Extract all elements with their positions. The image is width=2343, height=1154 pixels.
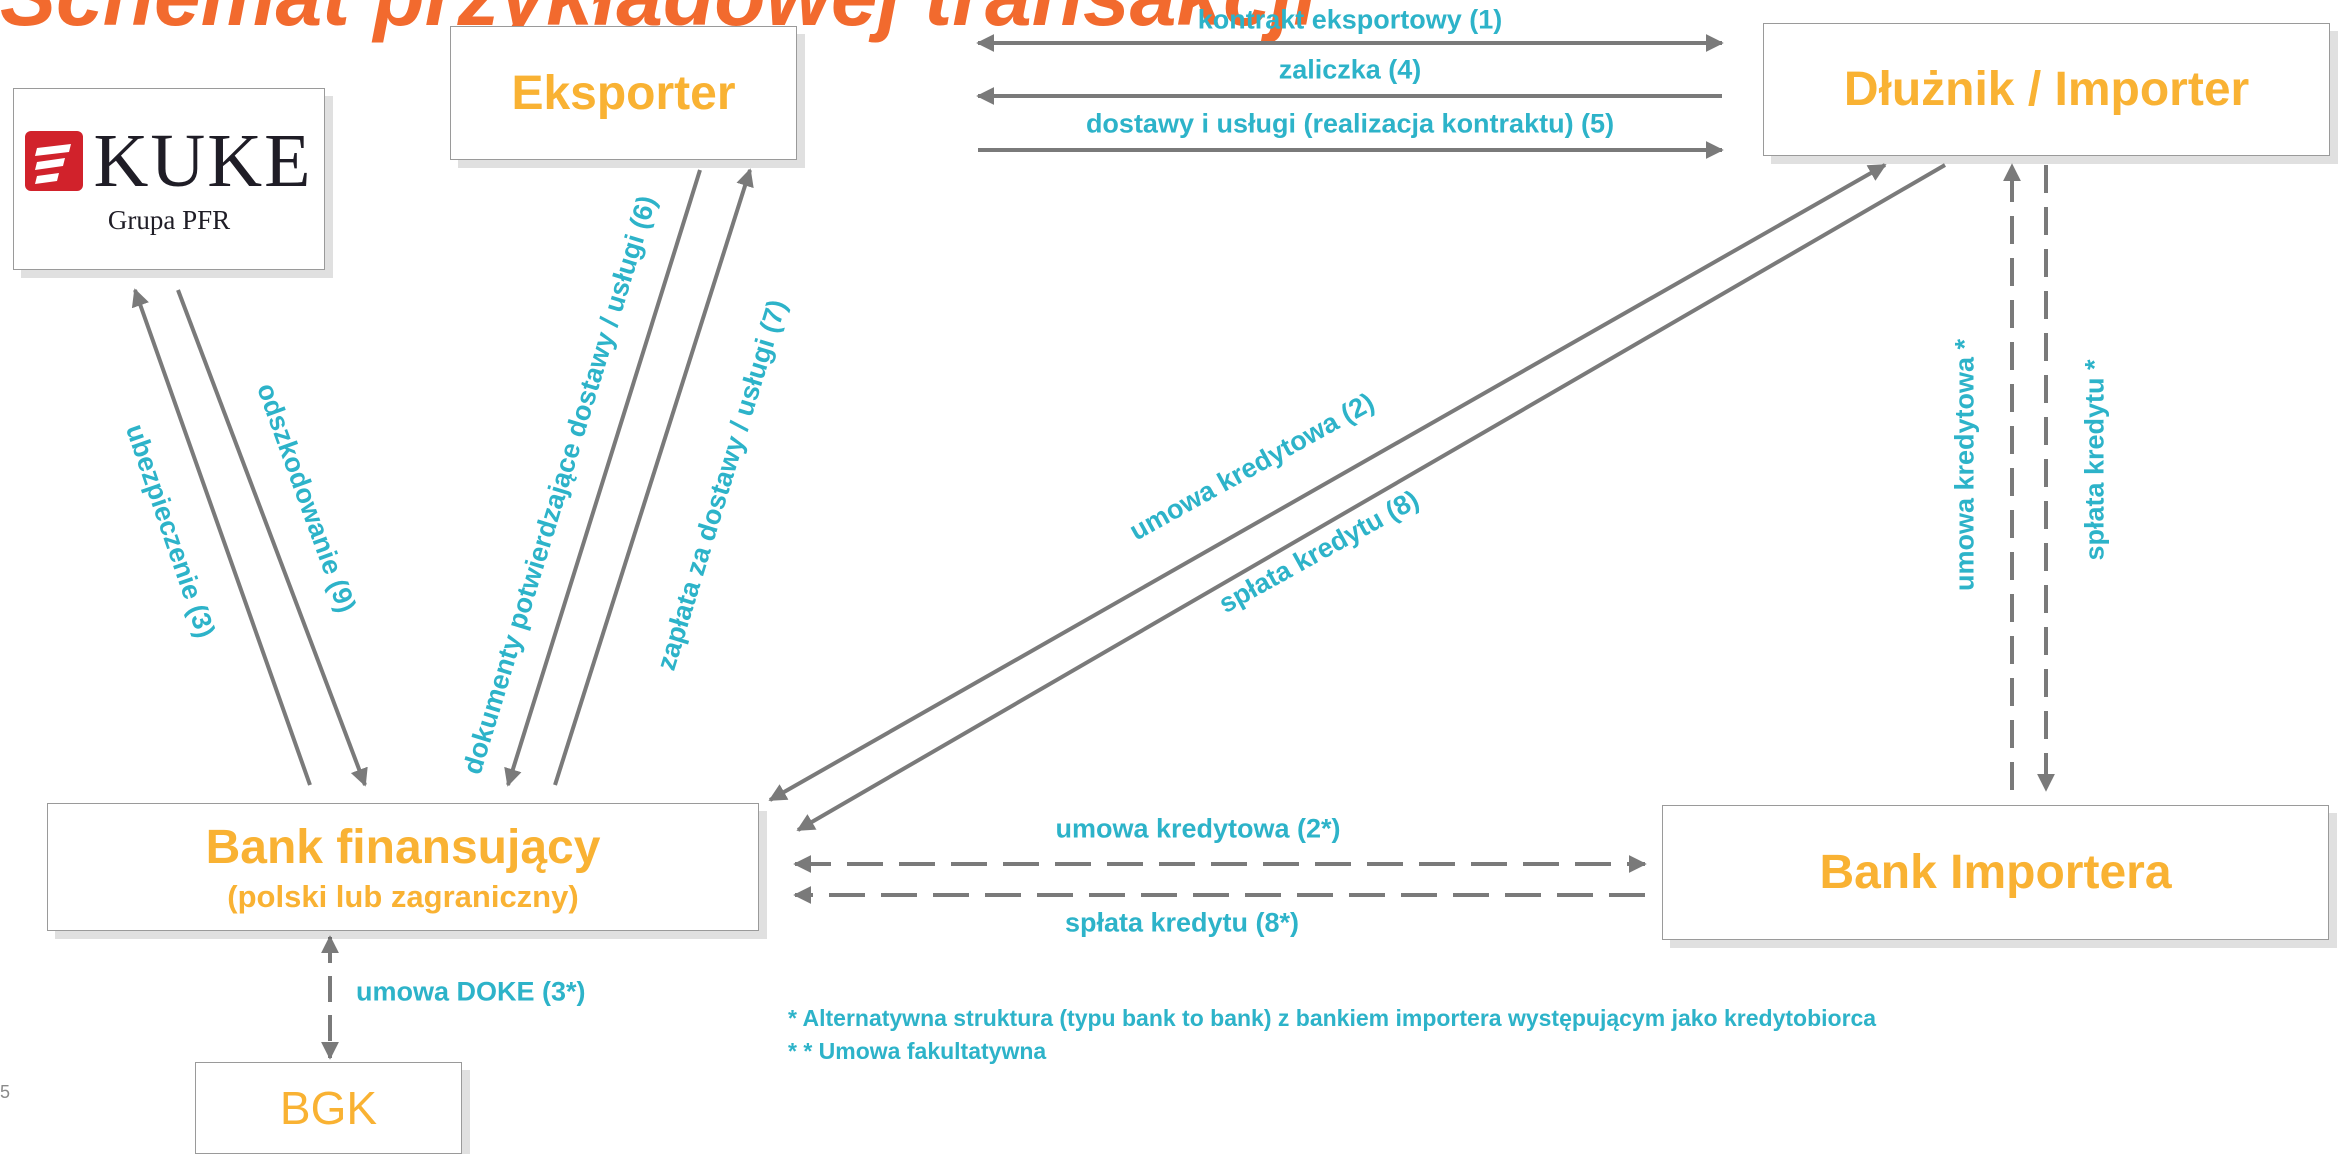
entity-eksporter: Eksporter [450,26,797,160]
note-alt-structure: * Alternatywna struktura (typu bank to b… [788,1005,1877,1031]
label-splata-kredytu-alt: spłata kredytu * [2079,359,2110,561]
kuke-logo-sub: Grupa PFR [107,204,231,235]
entity-bgk-label: BGK [279,1082,378,1134]
entity-bank-importera: Bank Importera [1662,805,2329,940]
label-umowa-doke: umowa DOKE (3*) [356,976,586,1007]
label-splata-kredytu-8s: spłata kredytu (8*) [1064,907,1300,938]
entity-dluznik-label: Dłużnik / Importer [1843,63,2250,116]
arrow-odszkodowanie [176,289,368,787]
arrow-splata-kredytu [796,163,1947,832]
arrow-ubezpieczenie [131,288,312,786]
entity-eksporter-label: Eksporter [511,66,736,120]
kuke-logo: KUKE Grupa PFR [13,88,325,270]
entity-bgk: BGK [195,1062,462,1154]
label-umowa-kredytowa-2s: umowa kredytowa (2*) [1055,813,1341,844]
kuke-logo-word: KUKE [93,118,313,203]
label-kontrakt: kontrakt eksportowy (1) [1197,4,1503,35]
arrow-zaplata [553,168,754,786]
note-optional: * * Umowa fakultatywna [788,1038,1047,1064]
entity-bank-finansujacy: Bank finansujący (polski lub zagraniczny… [47,803,759,931]
kuke-emblem-icon [25,130,84,191]
entity-dluznik-importer: Dłużnik / Importer [1763,23,2330,156]
label-dostawy: dostawy i usługi (realizacja kontraktu) … [1085,108,1615,139]
arrow-dokumenty [504,169,702,787]
label-zaliczka: zaliczka (4) [1278,54,1422,85]
entity-bank-finansujacy-sub: (polski lub zagraniczny) [227,878,579,914]
arrow-umowa-kredytowa [768,163,1887,802]
label-umowa-kredytowa-alt: umowa kredytowa * [1949,338,1980,592]
page-number: 5 [0,1082,11,1102]
entity-bank-importera-label: Bank Importera [1819,846,2172,899]
entity-bank-finansujacy-label: Bank finansujący [205,820,601,874]
